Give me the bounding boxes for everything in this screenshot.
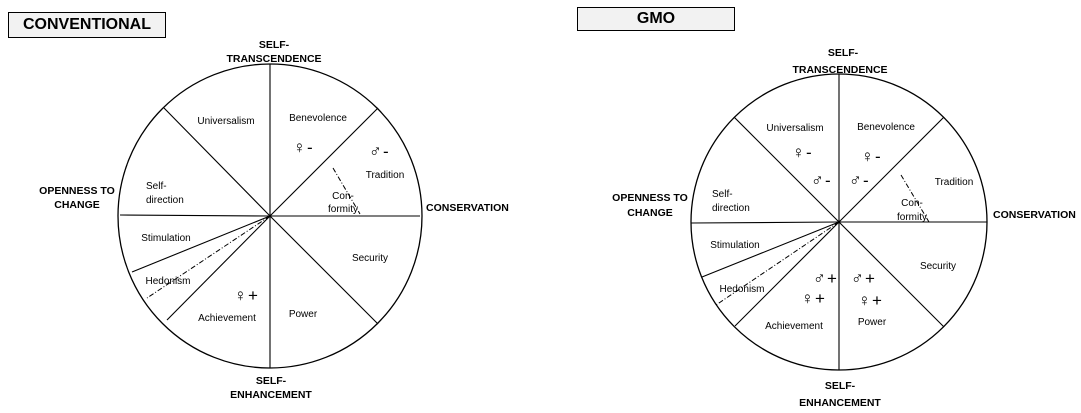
marker-benevolence-male: ♂ - — [849, 171, 869, 190]
female-symbol-icon: ♀ — [234, 286, 247, 305]
axis-left-line1: OPENNESS TO — [612, 192, 688, 204]
marker-power-male: ♂ + — [851, 269, 875, 288]
marker-benevolence-female: ♀ - — [861, 147, 881, 166]
segment-self-direction-line1: Self- — [146, 181, 167, 192]
spoke — [734, 221, 840, 327]
segment-security: Security — [920, 261, 956, 272]
spoke — [163, 107, 271, 217]
marker-universalism-male: ♂ - — [811, 171, 831, 190]
axis-right-label: CONSERVATION — [426, 202, 509, 214]
marker-benevolence-female: ♀ - — [293, 138, 313, 157]
female-symbol-icon: ♀ — [792, 143, 805, 162]
male-symbol-icon: ♂ — [811, 171, 824, 190]
axis-top-line2: TRANSCENDENCE — [792, 64, 887, 76]
marker-achievement-female: ♀ + — [801, 289, 825, 308]
hedonism-divider — [146, 215, 271, 299]
segment-conformity-line2: formity — [328, 204, 358, 215]
segment-self-direction-line2: direction — [146, 195, 184, 206]
segment-benevolence: Benevolence — [289, 113, 347, 124]
axis-left-line2: CHANGE — [54, 199, 100, 211]
axis-left-line2: CHANGE — [627, 207, 673, 219]
axis-top-line1: SELF- — [259, 39, 290, 51]
marker-achievement-male: ♂ + — [813, 269, 837, 288]
conformity-divider — [900, 174, 930, 223]
marker-value: + — [872, 291, 882, 310]
segment-achievement: Achievement — [765, 321, 823, 332]
marker-value: - — [825, 171, 831, 190]
segment-tradition: Tradition — [935, 177, 974, 188]
marker-tradition-male: ♂ - — [369, 142, 389, 161]
axis-bottom-line1: SELF- — [256, 375, 287, 387]
spoke — [733, 116, 840, 223]
marker-value: + — [248, 286, 258, 305]
segment-achievement: Achievement — [198, 313, 256, 324]
female-symbol-icon: ♀ — [293, 138, 306, 157]
axis-bottom-line1: SELF- — [825, 380, 856, 392]
segment-conformity-line1: Con- — [332, 191, 354, 202]
axis-bottom-line2: ENHANCEMENT — [799, 397, 881, 409]
conventional-wheel: SELF- TRANSCENDENCE SELF- ENHANCEMENT OP… — [39, 39, 509, 401]
spoke — [701, 221, 840, 278]
male-symbol-icon: ♂ — [813, 269, 826, 288]
segment-hedonism: Hedonism — [145, 276, 190, 287]
spoke — [838, 116, 945, 223]
spoke — [690, 221, 840, 224]
conformity-divider — [332, 167, 361, 215]
segment-power: Power — [858, 317, 887, 328]
segment-power: Power — [289, 309, 318, 320]
segment-security: Security — [352, 253, 388, 264]
marker-value: - — [875, 147, 881, 166]
spoke — [838, 221, 945, 328]
marker-value: + — [815, 289, 825, 308]
axis-top-line2: TRANSCENDENCE — [226, 53, 321, 65]
axis-top-line1: SELF- — [828, 47, 859, 59]
axis-bottom-line2: ENHANCEMENT — [230, 389, 312, 401]
marker-value: + — [865, 269, 875, 288]
marker-value: + — [827, 269, 837, 288]
spoke — [119, 214, 271, 217]
marker-value: - — [383, 142, 389, 161]
marker-value: - — [806, 143, 812, 162]
marker-power-female: ♀ + — [858, 291, 882, 310]
male-symbol-icon: ♂ — [849, 171, 862, 190]
spoke — [131, 215, 271, 273]
segment-stimulation: Stimulation — [141, 233, 190, 244]
segment-conformity-line2: formity — [897, 212, 927, 223]
axis-left-line1: OPENNESS TO — [39, 185, 115, 197]
spoke — [166, 215, 271, 321]
gmo-wheel: SELF- TRANSCENDENCE SELF- ENHANCEMENT OP… — [612, 47, 1076, 409]
spoke — [269, 215, 379, 325]
marker-value: - — [863, 171, 869, 190]
female-symbol-icon: ♀ — [801, 289, 814, 308]
segment-hedonism: Hedonism — [719, 284, 764, 295]
spoke — [269, 107, 379, 217]
marker-universalism-female: ♀ - — [792, 143, 812, 162]
marker-value: - — [307, 138, 313, 157]
gmo-title: GMO — [577, 7, 735, 31]
hedonism-divider — [715, 221, 840, 306]
segment-conformity-line1: Con- — [901, 198, 923, 209]
female-symbol-icon: ♀ — [858, 291, 871, 310]
segment-tradition: Tradition — [366, 170, 405, 181]
female-symbol-icon: ♀ — [861, 147, 874, 166]
segment-self-direction-line2: direction — [712, 203, 750, 214]
male-symbol-icon: ♂ — [851, 269, 864, 288]
segment-self-direction-line1: Self- — [712, 189, 733, 200]
conventional-title: CONVENTIONAL — [8, 12, 166, 38]
axis-right-label: CONSERVATION — [993, 209, 1076, 221]
segment-stimulation: Stimulation — [710, 240, 759, 251]
male-symbol-icon: ♂ — [369, 142, 382, 161]
segment-universalism: Universalism — [197, 116, 254, 127]
segment-benevolence: Benevolence — [857, 122, 915, 133]
segment-universalism: Universalism — [766, 123, 823, 134]
marker-achievement-female: ♀ + — [234, 286, 258, 305]
